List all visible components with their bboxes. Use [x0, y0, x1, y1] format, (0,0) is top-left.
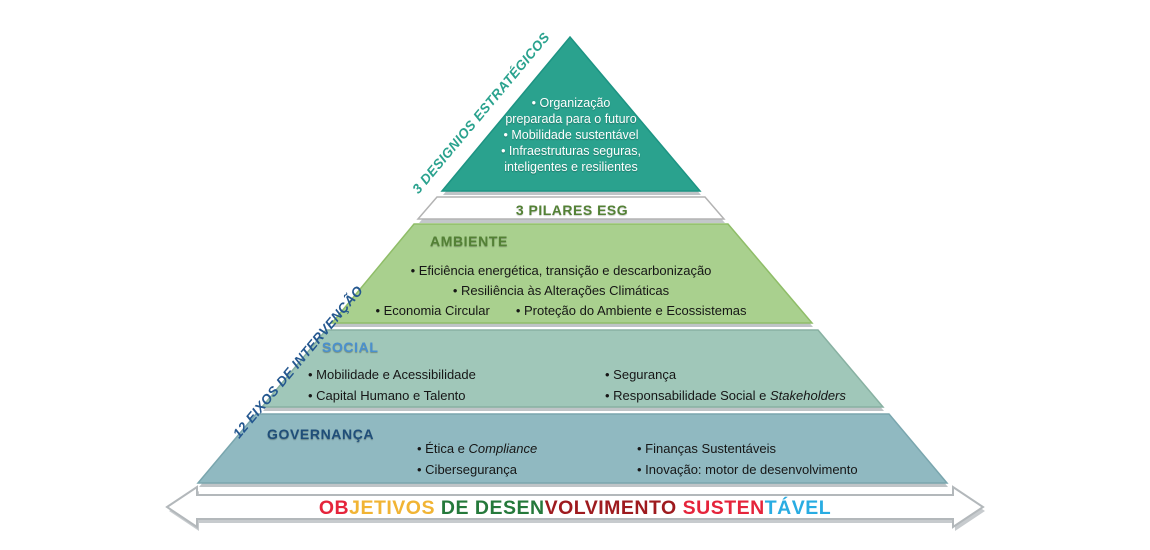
italic-term: Compliance: [468, 441, 538, 456]
list-item: • Infraestruturas seguras,: [501, 144, 641, 158]
list-item: • Ética e Compliance: [417, 441, 538, 456]
esg-pillars-label: 3 PILARES ESG: [515, 202, 629, 218]
governanca-header: GOVERNANÇA: [267, 426, 375, 442]
list-item-part: • Proteção do Ambiente e Ecossistemas: [515, 303, 747, 318]
social-right-column: • Segurança • Responsabilidade Social e …: [605, 364, 846, 406]
sdg-word-segment: OB: [318, 497, 350, 519]
social-left-column: • Mobilidade e Acessibilidade • Capital …: [308, 364, 476, 406]
list-item: • Inovação: motor de desenvolvimento: [637, 462, 858, 477]
list-item: • Segurança: [605, 367, 677, 382]
list-item: preparada para o futuro: [505, 112, 637, 126]
esg-band-shape: [416, 196, 726, 220]
list-item: • Finanças Sustentáveis: [637, 441, 776, 456]
sdg-word-segment: VOLVIMENTO: [544, 497, 677, 519]
governanca-right-column: • Finanças Sustentáveis • Inovação: moto…: [637, 438, 858, 480]
ambiente-header: AMBIENTE: [430, 233, 508, 249]
ambiente-bullet-list: • Eficiência energética, transição e des…: [331, 261, 791, 321]
social-header: SOCIAL: [322, 339, 379, 355]
list-item: inteligentes e resilientes: [504, 160, 638, 174]
list-item: • Cibersegurança: [417, 462, 517, 477]
sdg-word-segment: SUSTEN: [676, 497, 765, 519]
list-item: • Mobilidade sustentável: [503, 128, 639, 142]
list-item-part: • Economia Circular: [375, 303, 490, 318]
list-item: • Capital Humano e Talento: [308, 388, 466, 403]
social-band-shape: [260, 329, 885, 408]
sdg-word-segment: JETIVOS: [349, 497, 435, 519]
list-item: • Responsabilidade Social e Stakeholders: [605, 388, 846, 403]
governanca-left-column: • Ética e Compliance • Cibersegurança: [417, 438, 537, 480]
ambiente-band-shape: [330, 223, 814, 324]
list-item: • Resiliência às Alterações Climáticas: [452, 283, 670, 298]
apex-bullet-list: • Organização preparada para o futuro • …: [442, 95, 700, 175]
list-item: • Economia Circular • Proteção do Ambient…: [331, 301, 791, 321]
italic-term: Stakeholders: [770, 388, 846, 403]
sdg-word-segment: DE DESEN: [434, 497, 545, 519]
sdg-arrow-label: OBJETIVOS DE DESENVOLVIMENTO SUSTENTÁVEL: [0, 498, 1150, 519]
sdg-word-segment: TÁVEL: [764, 497, 832, 519]
apex-triangle-shape: [440, 35, 702, 192]
list-item: • Organização: [531, 96, 611, 110]
sdg-arrow-shape: [165, 485, 985, 529]
governanca-band-shape: [196, 413, 949, 484]
list-item: • Eficiência energética, transição e des…: [410, 263, 712, 278]
list-item: • Mobilidade e Acessibilidade: [308, 367, 476, 382]
